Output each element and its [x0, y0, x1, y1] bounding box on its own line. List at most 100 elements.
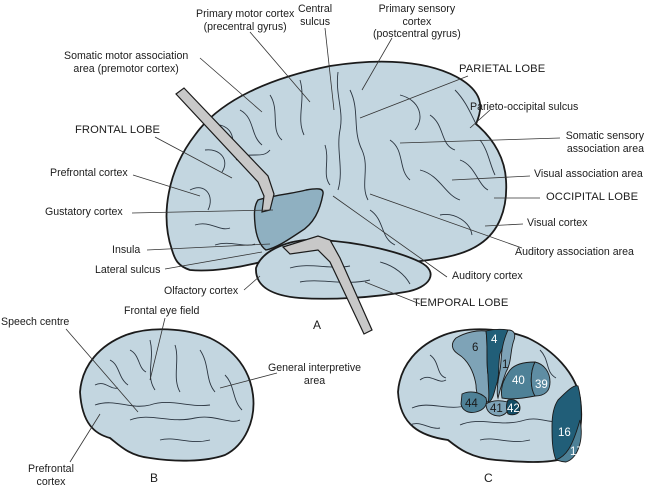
sulcus-line [224, 374, 243, 411]
brodmann-label-16: 16 [558, 427, 571, 439]
brodmann-area-1 [496, 329, 516, 400]
panel-label-c: C [484, 471, 493, 485]
label-line: Primary sensory [378, 3, 456, 15]
label-speech-centre: Speech centre [1, 316, 70, 328]
label-auditory-association-area: Auditory association area [515, 246, 634, 258]
label-auditory-cortex: Auditory cortex [452, 270, 523, 282]
label-line: Central [298, 3, 333, 15]
label-prefrontal-cortex-a: Prefrontal cortex [50, 167, 128, 179]
brain-a-sulci [189, 71, 496, 285]
sulcus-line [109, 359, 129, 386]
panel-a-leader-lines [131, 27, 561, 305]
leader-line [484, 223, 524, 227]
sulcus-line [199, 349, 216, 393]
label-general-interpretive-area: General interpretive area [268, 362, 361, 387]
panel-label-b: B [150, 471, 159, 485]
panel-c-brain [397, 328, 583, 463]
sulcus-line [324, 144, 331, 186]
label-line: cortex [402, 15, 432, 28]
panel-label-a: A [313, 318, 322, 332]
label-visual-association-area: Visual association area [534, 168, 643, 180]
brain-c-sulci [409, 349, 561, 442]
label-line: area [303, 374, 326, 387]
brodmann-label-41: 41 [490, 403, 503, 415]
leader-line [146, 243, 271, 251]
sulcus-line [399, 94, 421, 131]
sulcus-line [149, 339, 156, 391]
leader-line [361, 37, 393, 91]
sulcus-line [129, 416, 241, 422]
label-central-sulcus: Central sulcus [298, 3, 332, 28]
leader-line [332, 195, 448, 278]
label-line: cortex [36, 475, 66, 488]
label-frontal-lobe: FRONTAL LOBE [75, 124, 161, 136]
leader-line [154, 136, 233, 179]
brain-b-sulci [94, 339, 243, 442]
sulcus-line [239, 109, 263, 146]
label-visual-cortex: Visual cortex [527, 217, 588, 229]
label-primary-motor-cortex: Primary motor cortex (precentral gyrus) [196, 8, 294, 33]
label-frontal-eye-field: Frontal eye field [124, 305, 200, 317]
sulcus-line [289, 265, 351, 269]
sulcus-line [459, 418, 561, 426]
label-temporal-lobe: TEMPORAL LOBE [413, 297, 509, 309]
panel-b-brain [79, 328, 255, 462]
sulcus-line [159, 438, 211, 442]
sulcus-line [299, 279, 371, 283]
leader-line [359, 75, 469, 119]
sulcus-line [269, 94, 283, 141]
leader-line [451, 175, 531, 181]
brodmann-label-42: 42 [507, 403, 520, 415]
brodmann-area-39 [530, 361, 551, 397]
brodmann-label-39: 39 [535, 379, 548, 391]
brain-b-outline [79, 328, 255, 462]
label-lateral-sulcus: Lateral sulcus [95, 264, 161, 276]
brodmann-area-44 [460, 391, 487, 413]
sulcus-line [479, 438, 531, 442]
label-line: area (premotor cortex) [73, 62, 179, 75]
panel-b-leader-lines [65, 317, 278, 463]
label-parieto-occipital-sulcus: Parieto-occipital sulcus [470, 101, 579, 113]
label-line: Prefrontal [28, 463, 74, 475]
sulcus-line [204, 149, 226, 173]
leader-line [249, 31, 311, 103]
sulcus-line [389, 139, 411, 181]
leader-line [364, 281, 421, 305]
sulcus-line [454, 89, 477, 125]
label-prefrontal-cortex-b: Prefrontal cortex [28, 463, 74, 488]
brain-a-cerebrum [165, 60, 508, 272]
sulcus-line [379, 261, 411, 285]
leader-line [199, 57, 263, 113]
lower-retractor [281, 235, 373, 335]
label-line: (postcentral gyrus) [373, 28, 461, 40]
label-line: (precentral gyrus) [203, 20, 287, 33]
sulcus-line [299, 79, 305, 136]
label-line: Primary motor cortex [196, 8, 295, 20]
label-gustatory-cortex: Gustatory cortex [45, 206, 123, 218]
sulcus-line [369, 209, 396, 246]
leader-line [132, 174, 201, 197]
label-somatic-motor-association: Somatic motor association area (premotor… [64, 50, 188, 75]
label-line: General interpretive [268, 362, 362, 374]
label-olfactory-cortex: Olfactory cortex [164, 285, 239, 297]
sulcus-line [539, 349, 557, 379]
sulcus-line [459, 159, 489, 191]
sulcus-line [189, 187, 211, 211]
panel-a-brain [165, 60, 508, 335]
brodmann-label-4: 4 [491, 334, 498, 346]
label-occipital-lobe: OCCIPITAL LOBE [546, 191, 639, 203]
sulcus-line [479, 139, 496, 176]
sulcus-line [429, 354, 447, 379]
leader-line [131, 209, 274, 214]
leader-line [399, 137, 561, 144]
sulcus-line [174, 344, 181, 393]
brodmann-label-40: 40 [512, 375, 525, 387]
brodmann-label-6: 6 [472, 342, 479, 354]
sulcus-line [194, 223, 231, 230]
label-line: sulcus [300, 15, 331, 28]
sulcus-line [336, 71, 342, 191]
sulcus-line [419, 169, 461, 201]
sulcus-line [419, 376, 447, 382]
